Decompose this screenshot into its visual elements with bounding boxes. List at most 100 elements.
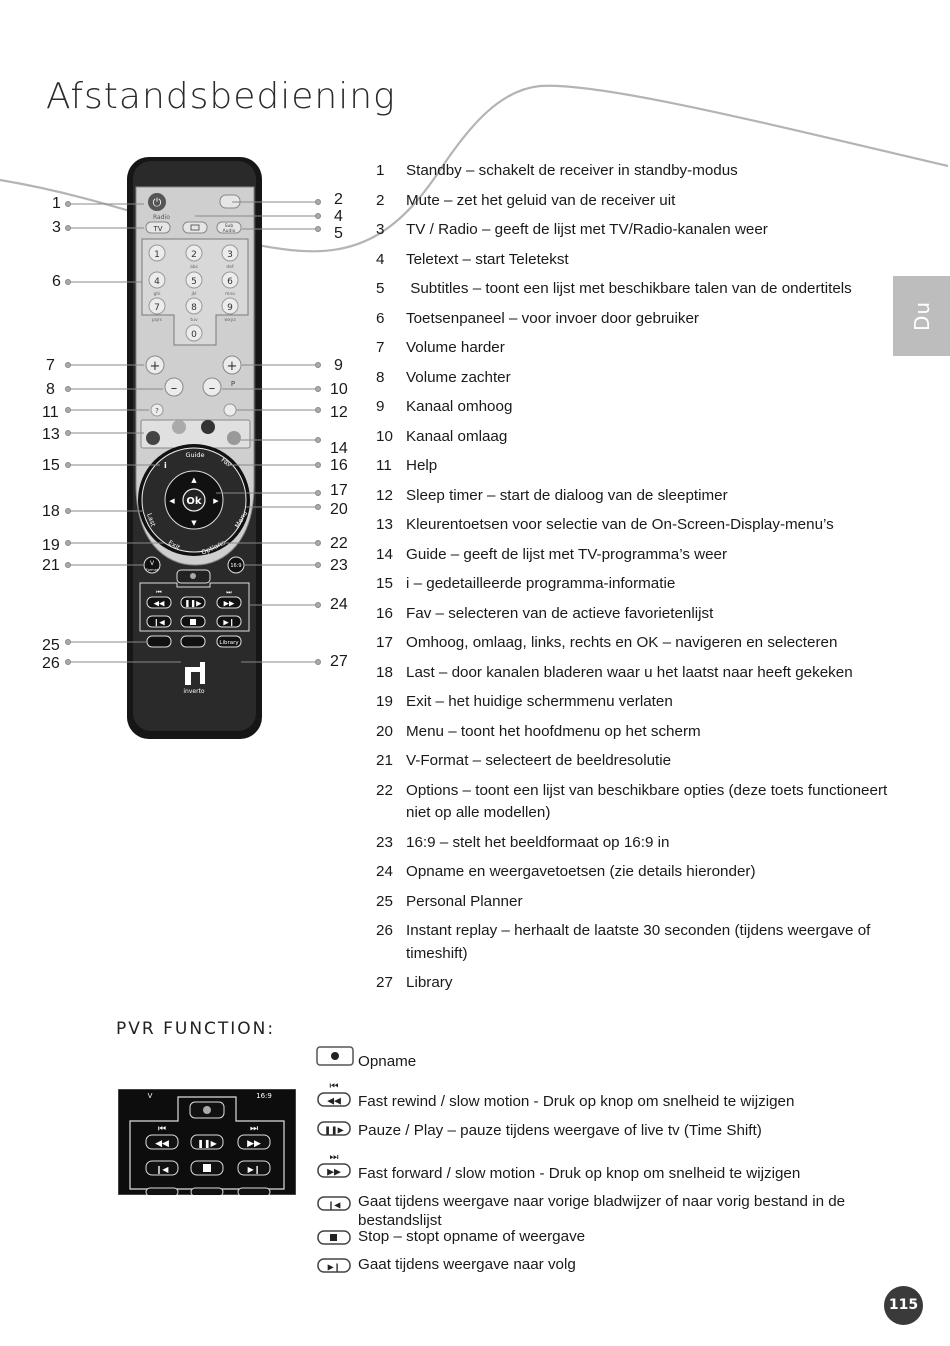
- keypad-4[interactable]: 4: [148, 271, 166, 289]
- keypad-3[interactable]: 3: [221, 244, 239, 262]
- tv-key-label: TV: [152, 225, 162, 233]
- svg-text:⏻: ⏻: [153, 196, 162, 209]
- callout-3: 3: [52, 219, 61, 236]
- channel-down-button[interactable]: –: [202, 377, 222, 397]
- svg-text:–: –: [171, 381, 178, 396]
- letters-pqrs: pqrs: [152, 317, 163, 323]
- keypad-8[interactable]: 8: [185, 297, 203, 315]
- rewind-button[interactable]: ◀◀: [146, 596, 172, 609]
- ratio-16-9-button[interactable]: 16:9: [227, 556, 245, 574]
- language-tab-label: Du: [909, 300, 934, 332]
- svg-text:+: +: [227, 359, 238, 374]
- fast-forward-button[interactable]: ▶▶: [216, 596, 242, 609]
- svg-text:▶▶: ▶▶: [224, 600, 235, 608]
- digit-1-label: 1: [154, 250, 160, 260]
- page-number: 115: [884, 1286, 923, 1325]
- library-button[interactable]: Library: [216, 635, 242, 648]
- pause-play-button[interactable]: ❚❚▶: [180, 596, 206, 609]
- callout-11: 11: [42, 404, 59, 421]
- tv-radio-button[interactable]: [145, 221, 171, 234]
- color-key-4[interactable]: [227, 431, 241, 445]
- callout-16: 16: [330, 457, 348, 474]
- svg-text:▶❙: ▶❙: [223, 619, 234, 627]
- nav-down-button[interactable]: ▼: [191, 519, 197, 527]
- keypad-2[interactable]: 2: [185, 244, 203, 262]
- digit-2-label: 2: [191, 250, 197, 260]
- instant-replay-button[interactable]: [180, 635, 206, 648]
- callout-14: 14: [330, 440, 348, 457]
- svg-text:❚❚▶: ❚❚▶: [197, 1139, 217, 1148]
- thumb-v-label: V: [148, 1092, 153, 1100]
- help-key-label: ?: [155, 407, 159, 415]
- callout-23: 23: [330, 557, 348, 574]
- ok-button[interactable]: [182, 488, 206, 512]
- keypad-7[interactable]: 7: [148, 297, 166, 315]
- pvr-buttons-thumbnail: V 16:9 ⏮ ⏭ ◀◀ ❚❚▶ ▶▶ ❙◀ ▶❙: [118, 1089, 296, 1195]
- svg-text:❚❚▶: ❚❚▶: [184, 600, 202, 608]
- audio-key-label: Audio: [223, 228, 236, 234]
- svg-text:⏮: ⏮: [330, 1081, 339, 1092]
- p-key-label: P: [231, 380, 235, 388]
- nav-up-button[interactable]: ▲: [191, 476, 197, 484]
- personal-planner-button[interactable]: [146, 635, 172, 648]
- v-key-label: V: [150, 560, 155, 567]
- sub-key-label: Sub: [225, 223, 234, 229]
- keypad-5[interactable]: 5: [185, 271, 203, 289]
- next-button[interactable]: ▶❙: [216, 615, 242, 628]
- next-icon: ▶❙: [317, 1258, 351, 1273]
- previous-button[interactable]: ❙◀: [146, 615, 172, 628]
- standby-button[interactable]: [148, 193, 166, 211]
- callout-2: 2: [334, 191, 343, 208]
- stop-button[interactable]: [180, 615, 206, 628]
- color-key-1[interactable]: [146, 431, 160, 445]
- callout-1: 1: [52, 195, 61, 212]
- page-title: Afstandsbediening: [46, 76, 396, 117]
- sleep-timer-button[interactable]: [223, 403, 237, 417]
- color-key-2[interactable]: [172, 420, 186, 434]
- callout-9: 9: [334, 357, 343, 374]
- callout-20: 20: [330, 501, 348, 518]
- help-button[interactable]: ?: [150, 403, 164, 417]
- nav-right-button[interactable]: ▶: [213, 497, 219, 505]
- volume-up-button[interactable]: +: [145, 355, 165, 375]
- volume-down-button[interactable]: –: [164, 377, 184, 397]
- svg-text:⏮: ⏮: [158, 1124, 166, 1134]
- teletext-button[interactable]: [182, 221, 208, 234]
- letters-mno: mno: [225, 292, 235, 297]
- fast-forward-icon: ⏭ ▶▶: [317, 1152, 351, 1178]
- keypad-9[interactable]: 9: [221, 297, 239, 315]
- nav-left-button[interactable]: ◀: [169, 497, 175, 505]
- keypad-1[interactable]: 1: [148, 244, 166, 262]
- pause-play-icon: ❚❚▶: [317, 1121, 351, 1136]
- digit-6-label: 6: [227, 277, 233, 287]
- channel-up-button[interactable]: +: [222, 355, 242, 375]
- callout-6: 6: [52, 273, 61, 290]
- guide-key-label: Guide: [185, 451, 204, 459]
- record-icon: [316, 1046, 354, 1066]
- letters-abc: abc: [190, 264, 199, 270]
- digit-7-label: 7: [154, 303, 160, 313]
- keypad-0[interactable]: 0: [185, 324, 203, 342]
- svg-text:⏭: ⏭: [250, 1124, 258, 1134]
- svg-text:+: +: [150, 359, 161, 374]
- keypad-6[interactable]: 6: [221, 271, 239, 289]
- subtitle-audio-button[interactable]: [216, 221, 242, 234]
- pvr-section-title: PVR FUNCTION:: [116, 1019, 276, 1039]
- letters-wxyz: wxyz: [224, 318, 236, 323]
- svg-text:▶▶: ▶▶: [247, 1139, 261, 1149]
- digit-8-label: 8: [191, 303, 197, 313]
- language-tab: Du: [893, 276, 950, 356]
- color-key-3[interactable]: [201, 420, 215, 434]
- svg-text:❙◀: ❙◀: [156, 1165, 170, 1174]
